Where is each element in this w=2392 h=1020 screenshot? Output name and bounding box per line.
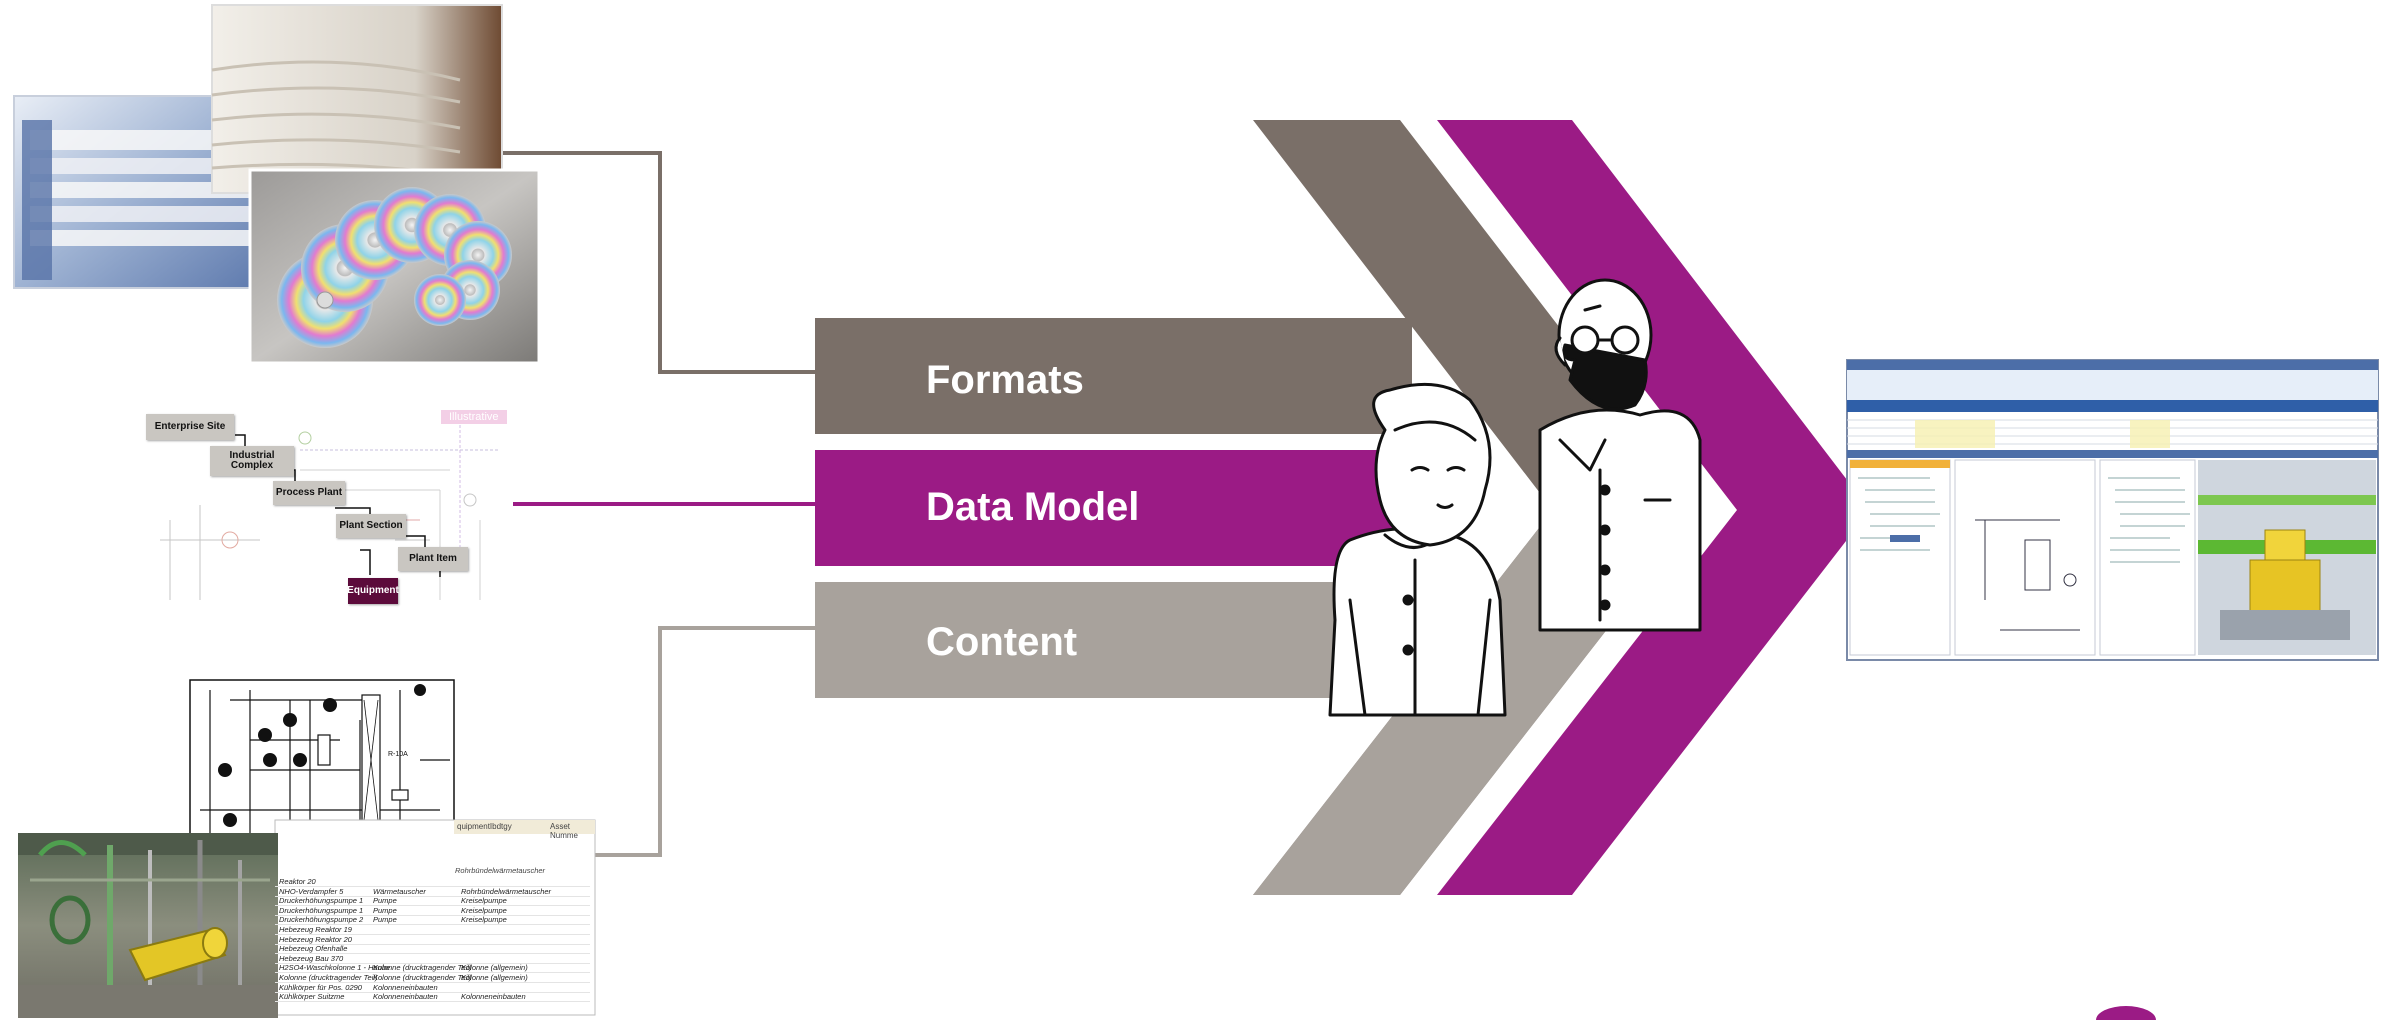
connector-formats (503, 151, 815, 374)
table-row: Hebezeug Reaktor 19 (275, 925, 590, 935)
table-cell: Pumpe (373, 915, 397, 925)
table-header-equipment: quipmentIbdtgy (457, 822, 512, 831)
table-cell: Rohrbündelwärmetauscher (461, 886, 552, 896)
table-partial-cell: Rohrbündelwärmetauscher (455, 866, 546, 875)
table-cell: Kolonneneinbauten (461, 992, 526, 1002)
table-row: NHO-Verdampfer 5 Wärmetauscher Rohrbündelw… (275, 887, 590, 897)
table-cell: Druckerhöhungspumpe 2 (279, 915, 364, 925)
table-cell: Kolonne (drucktragender Teil) (279, 973, 378, 982)
logo-fragment (2096, 1006, 2156, 1020)
band-formats (815, 318, 1412, 434)
table-cell: Kolonneneinbauten (373, 992, 438, 1002)
table-header-asset: Asset Numme (550, 822, 579, 840)
table-cell: Hebezeug Ofenhalle (279, 944, 348, 954)
equipment-table: quipmentIbdtgy Asset Numme Rohrbündelwär… (275, 820, 595, 1015)
table-cell: Druckerhöhungspumpe 1 (279, 896, 364, 906)
table-cell: Hebezeug Reaktor 19 (279, 925, 352, 934)
table-cell: Kühlkörper Suitzme (279, 992, 345, 1002)
people-illustration (1328, 278, 1702, 717)
band-label-formats: Formats (926, 358, 1084, 402)
table-cell: Kreiselpumpe (461, 905, 507, 915)
hierarchy-plant-section: Plant Section (336, 514, 406, 538)
band-content (815, 582, 1412, 698)
hierarchy-background-pid (150, 420, 510, 605)
table-cell: Kreiselpumpe (461, 915, 507, 925)
band-label-content: Content (926, 620, 1078, 664)
table-row: Kühlkörper Suitzme Kolonneneinbauten Kolon… (275, 992, 590, 1003)
table-row: Kolonne (drucktragender Teil)Kolonne (dr… (275, 973, 590, 983)
table-row: Druckerhöhungspumpe 1 Pumpe Kreiselpumpe (275, 896, 590, 907)
table-cell: Pumpe (373, 905, 397, 915)
hierarchy-industrial-complex: Industrial Complex (210, 446, 294, 476)
table-cell: Wärmetauscher (373, 886, 426, 896)
connector-content (595, 626, 815, 857)
table-cell: Hebezeug Bau 370 (279, 953, 344, 963)
paper-stack-photo (211, 4, 503, 194)
hierarchy-process-plant: Process Plant (273, 481, 345, 505)
table-cell: Reaktor 20 (279, 877, 316, 886)
table-row: Hebezeug Bau 370 (275, 954, 590, 964)
table-row: Druckerhöhungspumpe 2 Pumpe Kreiselpumpe (275, 915, 590, 926)
table-cell: Hebezeug Reaktor 20 (279, 934, 352, 944)
table-cell: Kolonne (allgemein) (461, 973, 528, 982)
hierarchy-plant-item: Plant Item (398, 547, 468, 571)
table-cell: Kolonne (drucktragender Teil) (373, 963, 472, 973)
table-cell: Kühlkörper für Pos. 0290 (279, 982, 362, 992)
table-cell: NHO-Verdampfer 5 (279, 886, 344, 896)
software-screenshot (1846, 359, 2379, 661)
band-data-model (815, 450, 1400, 566)
table-cell: Kolonne (drucktragender Teil) (373, 973, 472, 982)
table-cell: Kolonneneinbauten (373, 982, 438, 992)
hierarchy-enterprise-site: Enterprise Site (146, 414, 234, 440)
pid-label-r10a: R-10A (388, 751, 408, 758)
table-cell: Kreiselpumpe (461, 896, 507, 906)
table-cell: Druckerhöhungspumpe 1 (279, 905, 364, 915)
plant-3d-photo (18, 833, 278, 1018)
hierarchy-equipment: Equipment (347, 578, 399, 604)
table-row: Druckerhöhungspumpe 1 Pumpe Kreiselpumpe (275, 906, 590, 916)
table-cell: Pumpe (373, 896, 397, 906)
table-row: Kühlkörper für Pos. 0290 Kolonneneinbaute… (275, 983, 590, 993)
cd-stack-photo (248, 168, 541, 365)
band-label-data-model: Data Model (926, 485, 1140, 529)
table-cell: H2SO4-Waschkolonne 1 - Haube (279, 963, 391, 973)
table-row: Hebezeug Ofenhalle (275, 944, 590, 955)
illustrative-tag: Illustrative (441, 410, 507, 424)
table-row: Reaktor 20 (275, 877, 590, 887)
table-row: Hebezeug Reaktor 20 (275, 935, 590, 945)
table-cell: Kolonne (allgemein) (461, 963, 528, 973)
chevron-purple (1437, 120, 1870, 895)
